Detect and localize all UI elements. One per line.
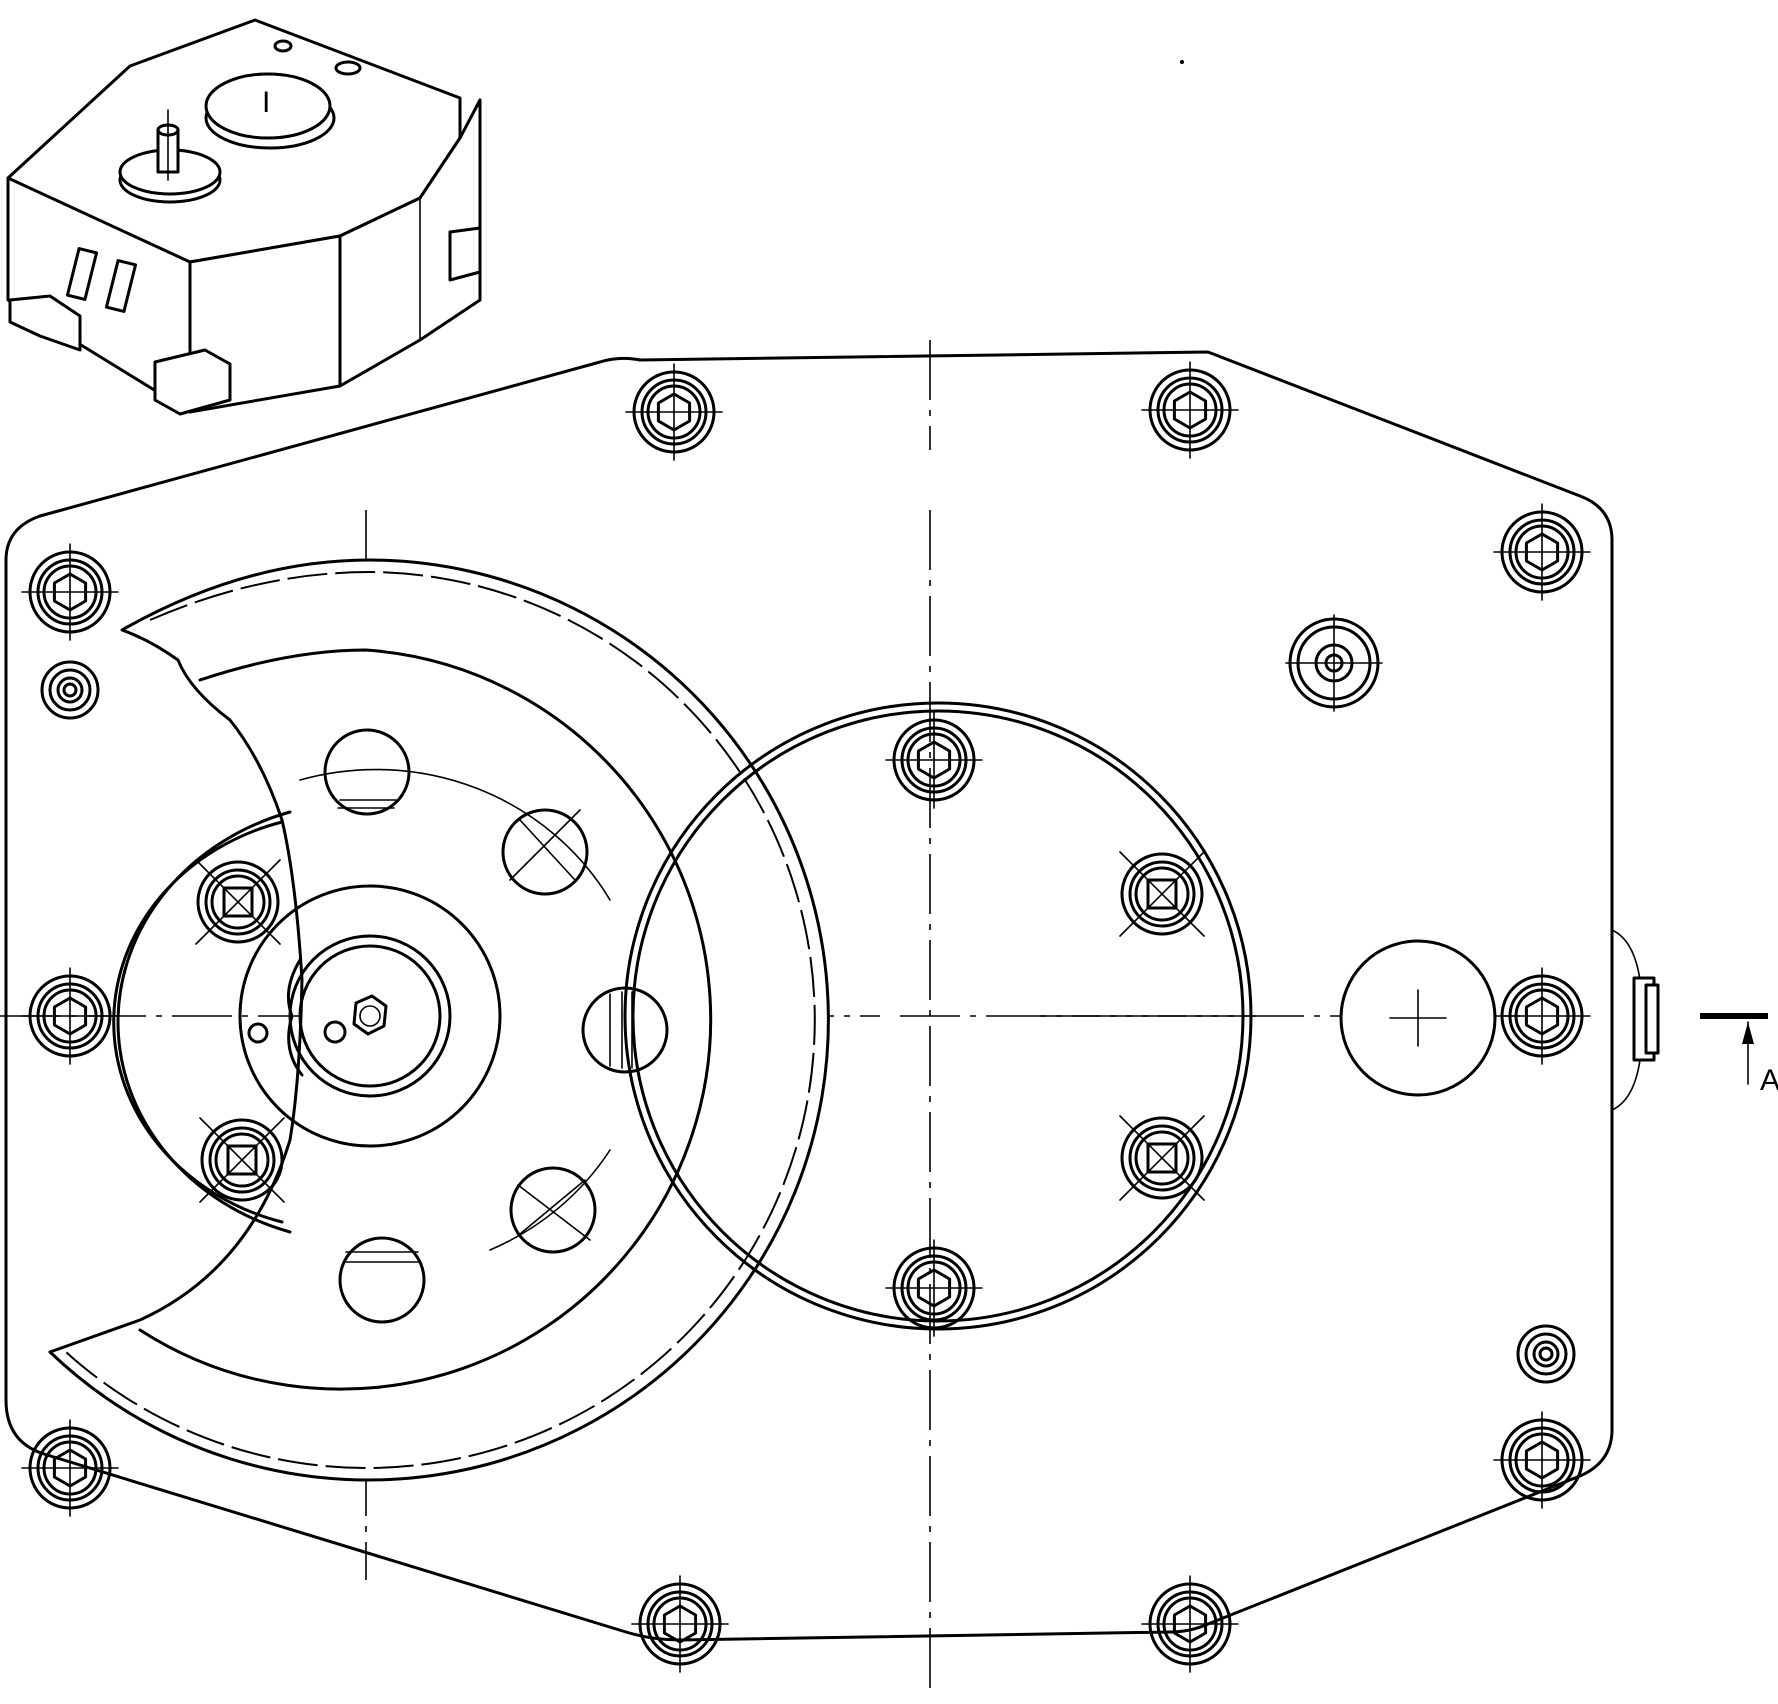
section-label: A (1760, 1064, 1778, 1097)
iso-hole-1 (273, 39, 293, 53)
bolt-head (1119, 851, 1205, 937)
bolt-head (1493, 503, 1591, 601)
bolt-head (885, 711, 983, 809)
section-marker: A (1700, 1013, 1778, 1097)
small-plug (40, 660, 100, 720)
side-boss (1632, 976, 1660, 1062)
bolt-head (631, 1575, 729, 1673)
plug-fitting (1285, 614, 1383, 712)
small-hole-1 (323, 1020, 347, 1044)
isometric-gearbox-view: I (6, 18, 482, 416)
iso-window-1 (65, 247, 99, 301)
bolt-head (1493, 967, 1591, 1065)
lightening-hole-lower-right (509, 1166, 597, 1254)
large-gear (48, 558, 830, 1482)
small-plug (1516, 1324, 1576, 1384)
bolt-head (21, 543, 119, 641)
bolt-head (21, 967, 119, 1065)
center-nut (352, 994, 388, 1036)
iso-foot-front (153, 348, 232, 416)
iso-lid-mark: I (262, 86, 270, 119)
iso-foot-left (8, 294, 82, 352)
bolt-head (1141, 1575, 1239, 1673)
bolt-head (1141, 361, 1239, 459)
bolt-layer (21, 361, 1591, 1673)
lightening-hole-upper-right (501, 808, 589, 896)
small-hole-2 (247, 1022, 269, 1044)
bolt-head (199, 1117, 285, 1203)
housing-outline (4, 350, 1614, 1642)
bolt-head (885, 1239, 983, 1337)
bolt-head (625, 363, 723, 461)
iso-hole-2 (334, 60, 362, 76)
bolt-head (1493, 1411, 1591, 1509)
iso-window-2 (104, 259, 138, 313)
lightening-hole-bottom (338, 1236, 426, 1324)
bolt-head (1119, 1115, 1205, 1201)
iso-front-face-right (338, 98, 482, 388)
iso-foot-right (448, 226, 482, 282)
bolt-head (21, 1419, 119, 1517)
gear-hub (238, 884, 502, 1148)
bolt-head (195, 859, 281, 945)
